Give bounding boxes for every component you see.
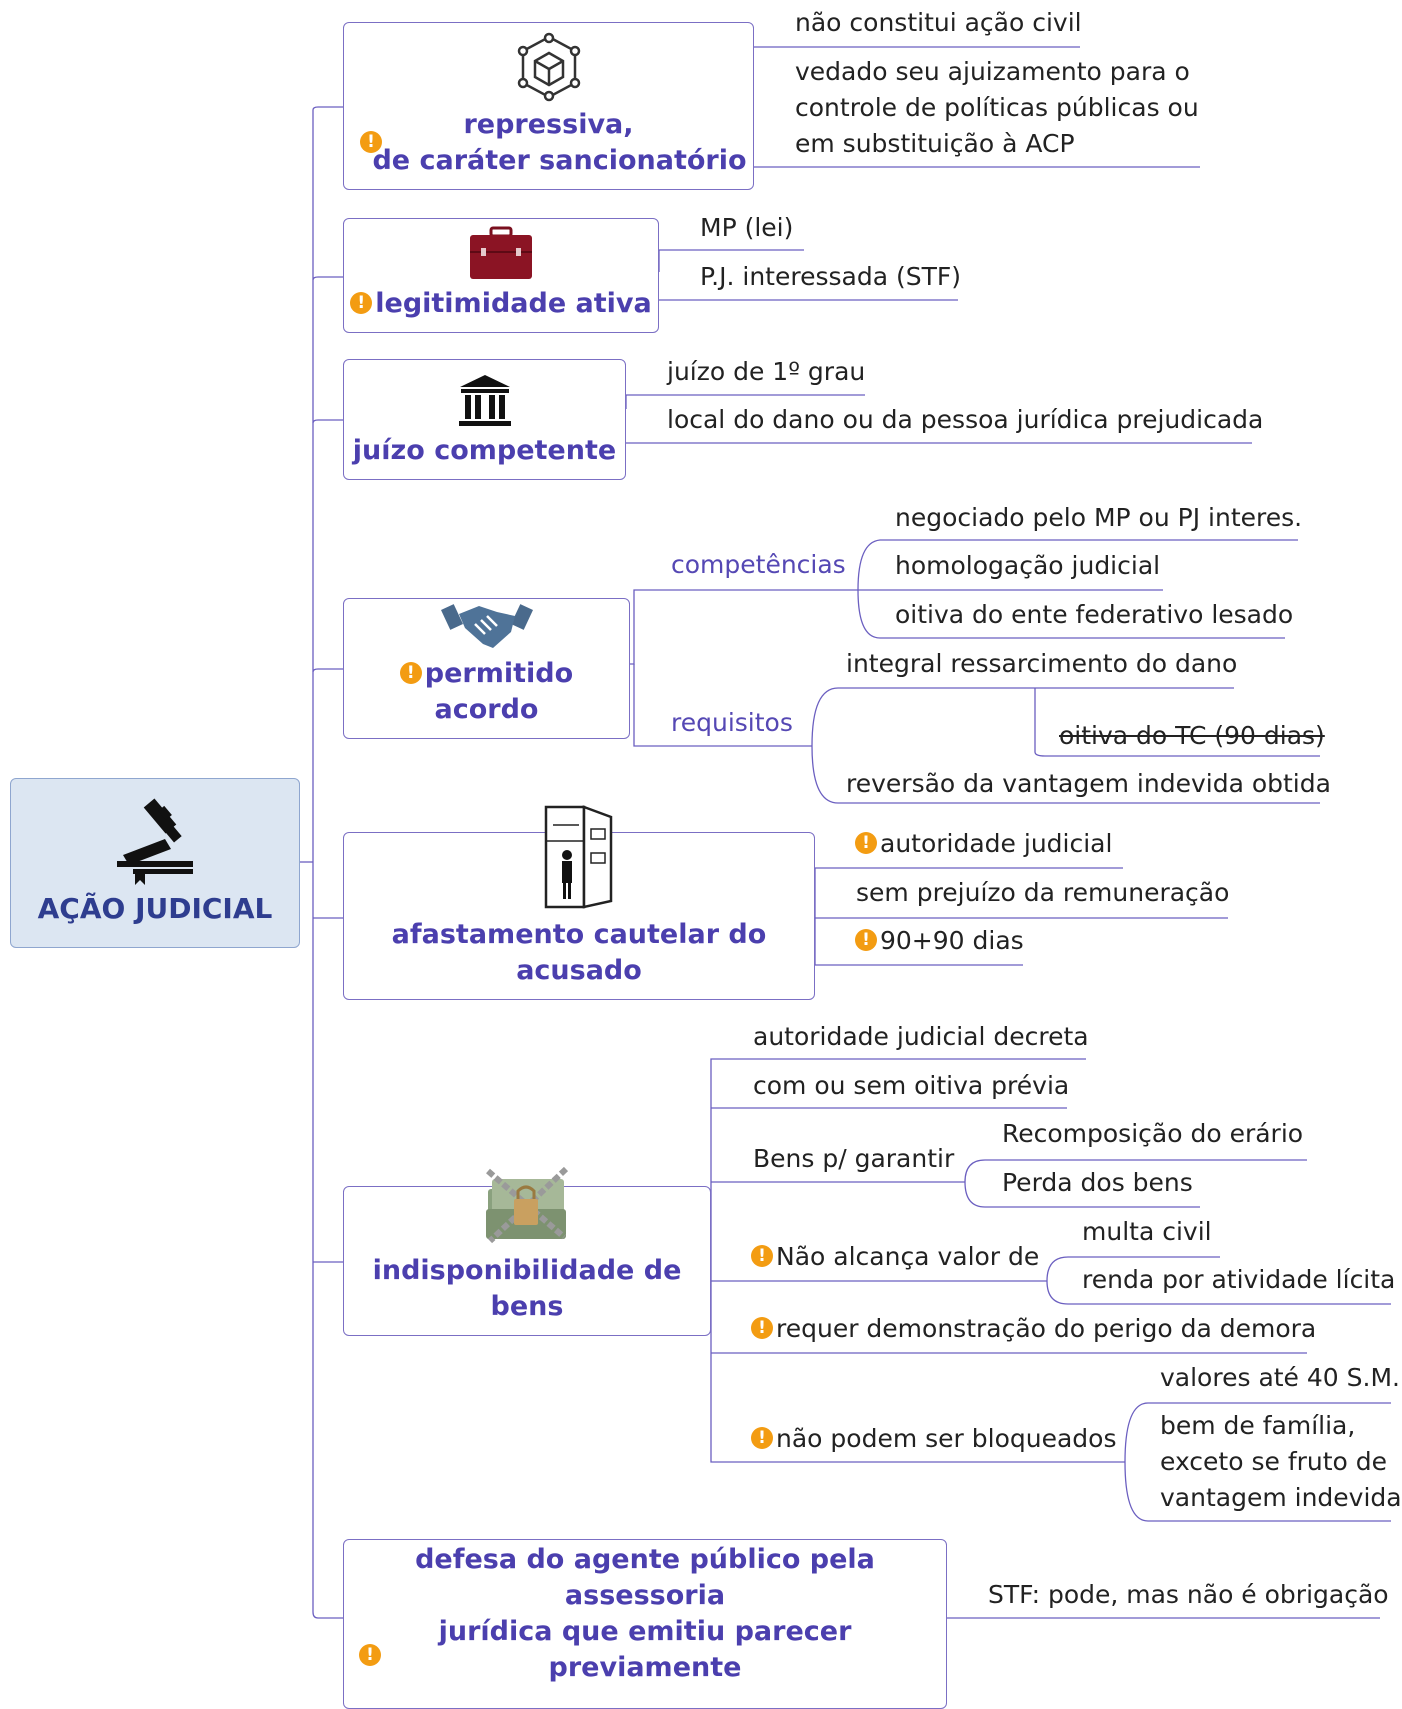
juizo-leaf-1: juízo de 1º grau — [667, 357, 866, 386]
warning-icon: ! — [751, 1427, 773, 1449]
indisp-bens-label: Bens p/ garantir — [753, 1144, 955, 1173]
warning-icon: ! — [350, 291, 373, 314]
indisp-nao-bloq-label: !não podem ser bloqueados — [751, 1421, 1116, 1457]
acordo-requisito-1: integral ressarcimento do dano — [846, 649, 1238, 678]
branch-defesa[interactable]: defesa do agente público pela assessoria… — [343, 1539, 947, 1709]
indisp-nao-alcanca-text: Não alcança valor de — [776, 1242, 1040, 1271]
indisp-bens-2: Perda dos bens — [1002, 1168, 1193, 1197]
indisp-nao-bloq-text: não podem ser bloqueados — [776, 1424, 1117, 1453]
indisp-nao-bloq-2c: vantagem indevida — [1160, 1483, 1402, 1512]
indisp-nao-bloq-1: valores até 40 S.M. — [1160, 1363, 1400, 1392]
indisp-leaf-1: autoridade judicial decreta — [753, 1022, 1089, 1051]
repressiva-title-line2: de caráter sancionatório — [372, 145, 747, 176]
warning-icon: ! — [399, 661, 422, 684]
repressiva-leaf-2b: controle de políticas públicas ou — [795, 93, 1199, 122]
indisponibilidade-title: indisponibilidade de bens — [372, 1255, 682, 1322]
warning-icon: ! — [359, 1644, 381, 1666]
branch-afastamento[interactable]: afastamento cautelar do acusado — [343, 805, 815, 1000]
warning-icon: ! — [751, 1317, 773, 1339]
acordo-requisitos-label: requisitos — [671, 708, 793, 737]
legitimidade-title: !legitimidade ativa — [350, 286, 652, 322]
afastamento-title: afastamento cautelar do acusado — [391, 919, 767, 986]
handshake-icon — [440, 604, 533, 648]
legitimidade-leaf-2: P.J. interessada (STF) — [700, 262, 962, 291]
indisp-nao-alcanca-1: multa civil — [1082, 1217, 1212, 1246]
branch-repressiva[interactable]: repressiva, de caráter sancionatório ! — [343, 22, 754, 190]
indisp-nao-bloq-2a: bem de família, — [1160, 1411, 1356, 1440]
warning-icon: ! — [360, 131, 382, 153]
juizo-title: juízo competente — [352, 435, 617, 466]
afastamento-leaf-3: !90+90 dias — [855, 923, 1024, 959]
root-title: AÇÃO JUDICIAL — [37, 892, 273, 925]
warning-icon: ! — [751, 1245, 773, 1267]
acordo-requisito-3: reversão da vantagem indevida obtida — [846, 769, 1331, 798]
acordo-competencia-2: homologação judicial — [895, 551, 1161, 580]
acordo-title: !permitido acordo — [344, 656, 629, 728]
defesa-title-line1: defesa do agente público pela assessoria — [415, 1544, 875, 1611]
repressiva-title-line1: repressiva, — [463, 109, 634, 140]
indisp-requer-text: requer demonstração do perigo da demora — [776, 1314, 1317, 1343]
acordo-competencia-3: oitiva do ente federativo lesado — [895, 600, 1294, 629]
indisp-nao-alcanca-2: renda por atividade lícita — [1082, 1265, 1396, 1294]
branch-juizo[interactable]: juízo competente — [343, 359, 626, 480]
network-cube-icon — [517, 32, 580, 102]
chained-money-icon — [486, 1166, 569, 1244]
indisp-bens-1: Recomposição do erário — [1002, 1119, 1304, 1148]
acordo-title-text: permitido acordo — [424, 658, 574, 725]
repressiva-leaf-1: não constitui ação civil — [795, 8, 1082, 37]
repressiva-leaf-2c: em substituição à ACP — [795, 129, 1075, 158]
afastamento-leaf-2: sem prejuízo da remuneração — [856, 878, 1230, 907]
defesa-leaf-1: STF: pode, mas não é obrigação — [988, 1580, 1389, 1609]
briefcase-icon — [470, 226, 532, 279]
warning-icon: ! — [855, 832, 877, 854]
indisp-nao-bloq-2b: exceto se fruto de — [1160, 1447, 1388, 1476]
branch-indisponibilidade[interactable]: indisponibilidade de bens — [343, 1166, 711, 1336]
indisp-leaf-2: com ou sem oitiva prévia — [753, 1071, 1070, 1100]
legitimidade-leaf-1: MP (lei) — [700, 213, 794, 242]
legitimidade-title-text: legitimidade ativa — [375, 288, 652, 319]
afastamento-leaf-3-text: 90+90 dias — [880, 926, 1024, 955]
indisp-nao-alcanca-label: !Não alcança valor de — [751, 1239, 1039, 1275]
afastamento-leaf-1-text: autoridade judicial — [880, 829, 1113, 858]
defesa-title-line2: jurídica que emitiu parecer previamente — [438, 1616, 852, 1683]
acordo-competencias-label: competências — [671, 550, 846, 579]
acordo-competencia-1: negociado pelo MP ou PJ interes. — [895, 503, 1303, 532]
repressiva-leaf-2a: vedado seu ajuizamento para o — [795, 57, 1190, 86]
branch-acordo[interactable]: !permitido acordo — [343, 598, 630, 739]
juizo-leaf-2: local do dano ou da pessoa jurídica prej… — [667, 405, 1264, 434]
branch-legitimidade[interactable]: !legitimidade ativa — [343, 218, 659, 333]
courthouse-icon — [458, 375, 511, 426]
root-node[interactable]: AÇÃO JUDICIAL — [10, 778, 300, 948]
refrigerator-person-icon — [544, 805, 613, 909]
acordo-requisito-2: oitiva do TC (90 dias) — [1059, 721, 1325, 750]
indisp-requer: !requer demonstração do perigo da demora — [751, 1311, 1316, 1347]
afastamento-leaf-1: !autoridade judicial — [855, 826, 1112, 862]
gavel-icon — [117, 798, 193, 885]
warning-icon: ! — [855, 929, 877, 951]
